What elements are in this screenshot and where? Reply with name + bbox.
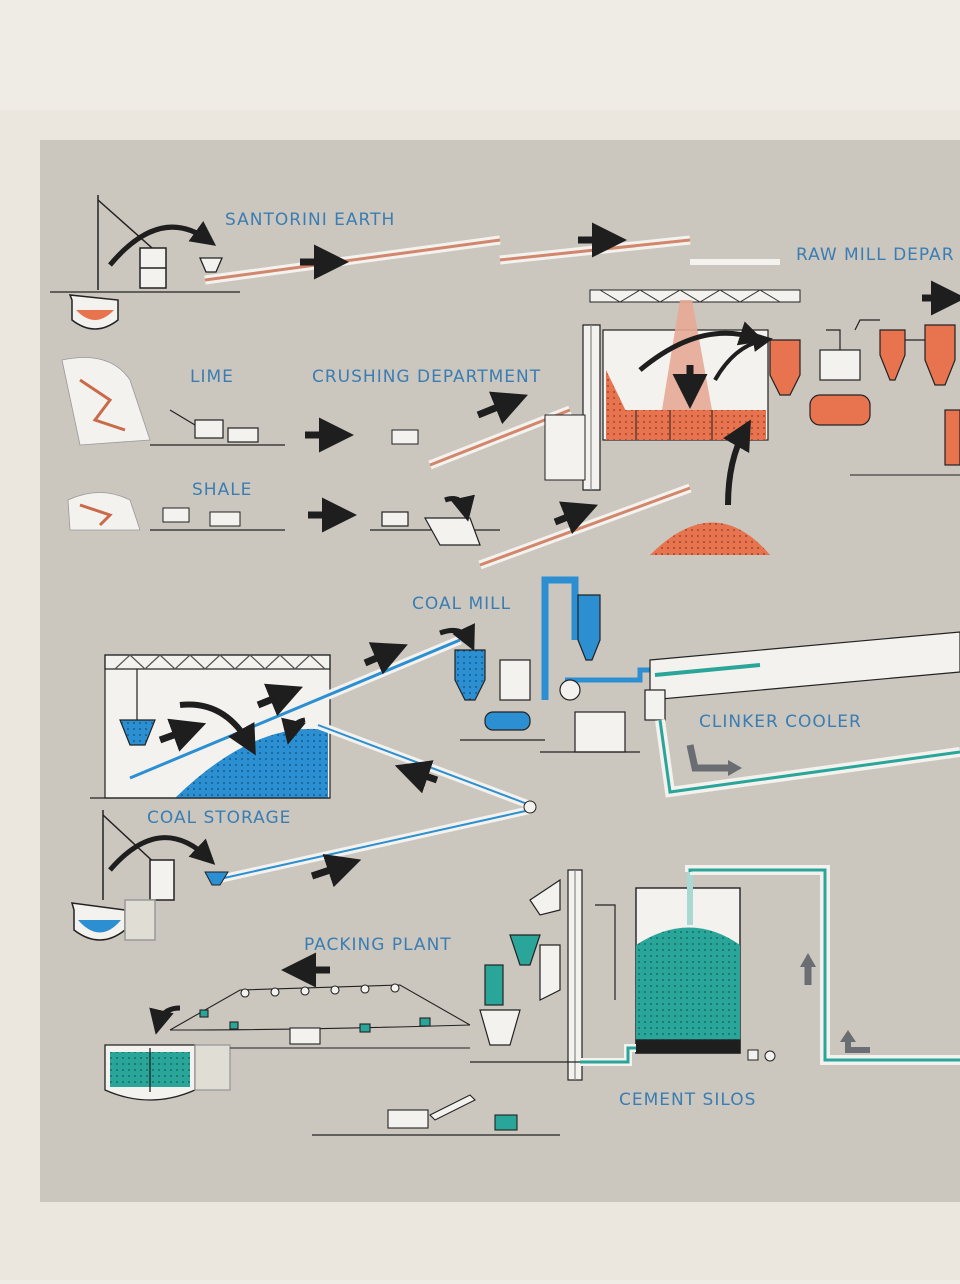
cement-pipe: [580, 865, 960, 1066]
label-coal-storage: COAL STORAGE: [147, 808, 292, 828]
grey-flow-arrow-head: [728, 760, 742, 776]
grey-flow-arrow: [845, 1040, 870, 1053]
coal-storage-shed: [104, 654, 331, 799]
grey-flow-arrow-head: [800, 953, 816, 967]
santorini-hopper: [199, 257, 223, 273]
flow-arrow: [394, 760, 439, 794]
grey-flow-arrow-head: [840, 1030, 856, 1042]
flow-arrow: [108, 221, 217, 267]
bucket-elevator: [582, 324, 601, 491]
santorini-crane: [68, 195, 167, 330]
cement-silo: [635, 870, 741, 1054]
flow-arrow: [281, 717, 306, 745]
coal-mill: [454, 576, 655, 753]
label-clinker-cooler: CLINKER COOLER: [699, 712, 862, 732]
coal-crane: [70, 810, 175, 941]
flow-arrow: [310, 854, 362, 888]
lime-quarry: [61, 357, 151, 446]
shale-quarry: [67, 492, 241, 531]
flow-arrow: [179, 701, 256, 756]
flow-arrow: [713, 332, 773, 381]
crushing-conveyor: [391, 405, 586, 481]
flow-arrow: [553, 501, 598, 535]
label-lime: LIME: [190, 367, 234, 387]
delivery-truck: [387, 1094, 518, 1131]
coal-hopper: [204, 871, 229, 886]
packing-ship: [104, 1044, 231, 1101]
lime-excavator: [169, 409, 259, 443]
flow-arrow: [158, 718, 207, 752]
flow-arrow: [723, 419, 751, 506]
grey-flow-arrow: [686, 744, 728, 772]
label-coal-mill: COAL MILL: [412, 594, 512, 614]
flow-arrow: [108, 835, 216, 872]
label-cement-silos: CEMENT SILOS: [619, 1090, 757, 1110]
flow-arrow: [638, 321, 765, 372]
kiln: [644, 631, 960, 721]
label-santorini-earth: SANTORINI EARTH: [225, 210, 396, 230]
clinker-cooler: [655, 719, 960, 798]
cement-mill: [479, 869, 616, 1081]
raw-mill: [769, 319, 960, 466]
label-raw-mill-department: RAW MILL DEPAR: [796, 245, 955, 265]
flow-arrow: [363, 642, 408, 675]
label-shale: SHALE: [192, 480, 253, 500]
flow-arrow: [476, 391, 528, 425]
flow-arrow: [256, 683, 303, 717]
label-packing-plant: PACKING PLANT: [304, 935, 452, 955]
flow-arrow: [149, 1005, 181, 1035]
silo-pump: [747, 1049, 776, 1062]
flow-arrow: [444, 494, 475, 522]
label-crushing-department: CRUSHING DEPARTMENT: [312, 367, 542, 387]
shale-crusher: [381, 511, 481, 546]
flow-arrow: [439, 623, 475, 652]
